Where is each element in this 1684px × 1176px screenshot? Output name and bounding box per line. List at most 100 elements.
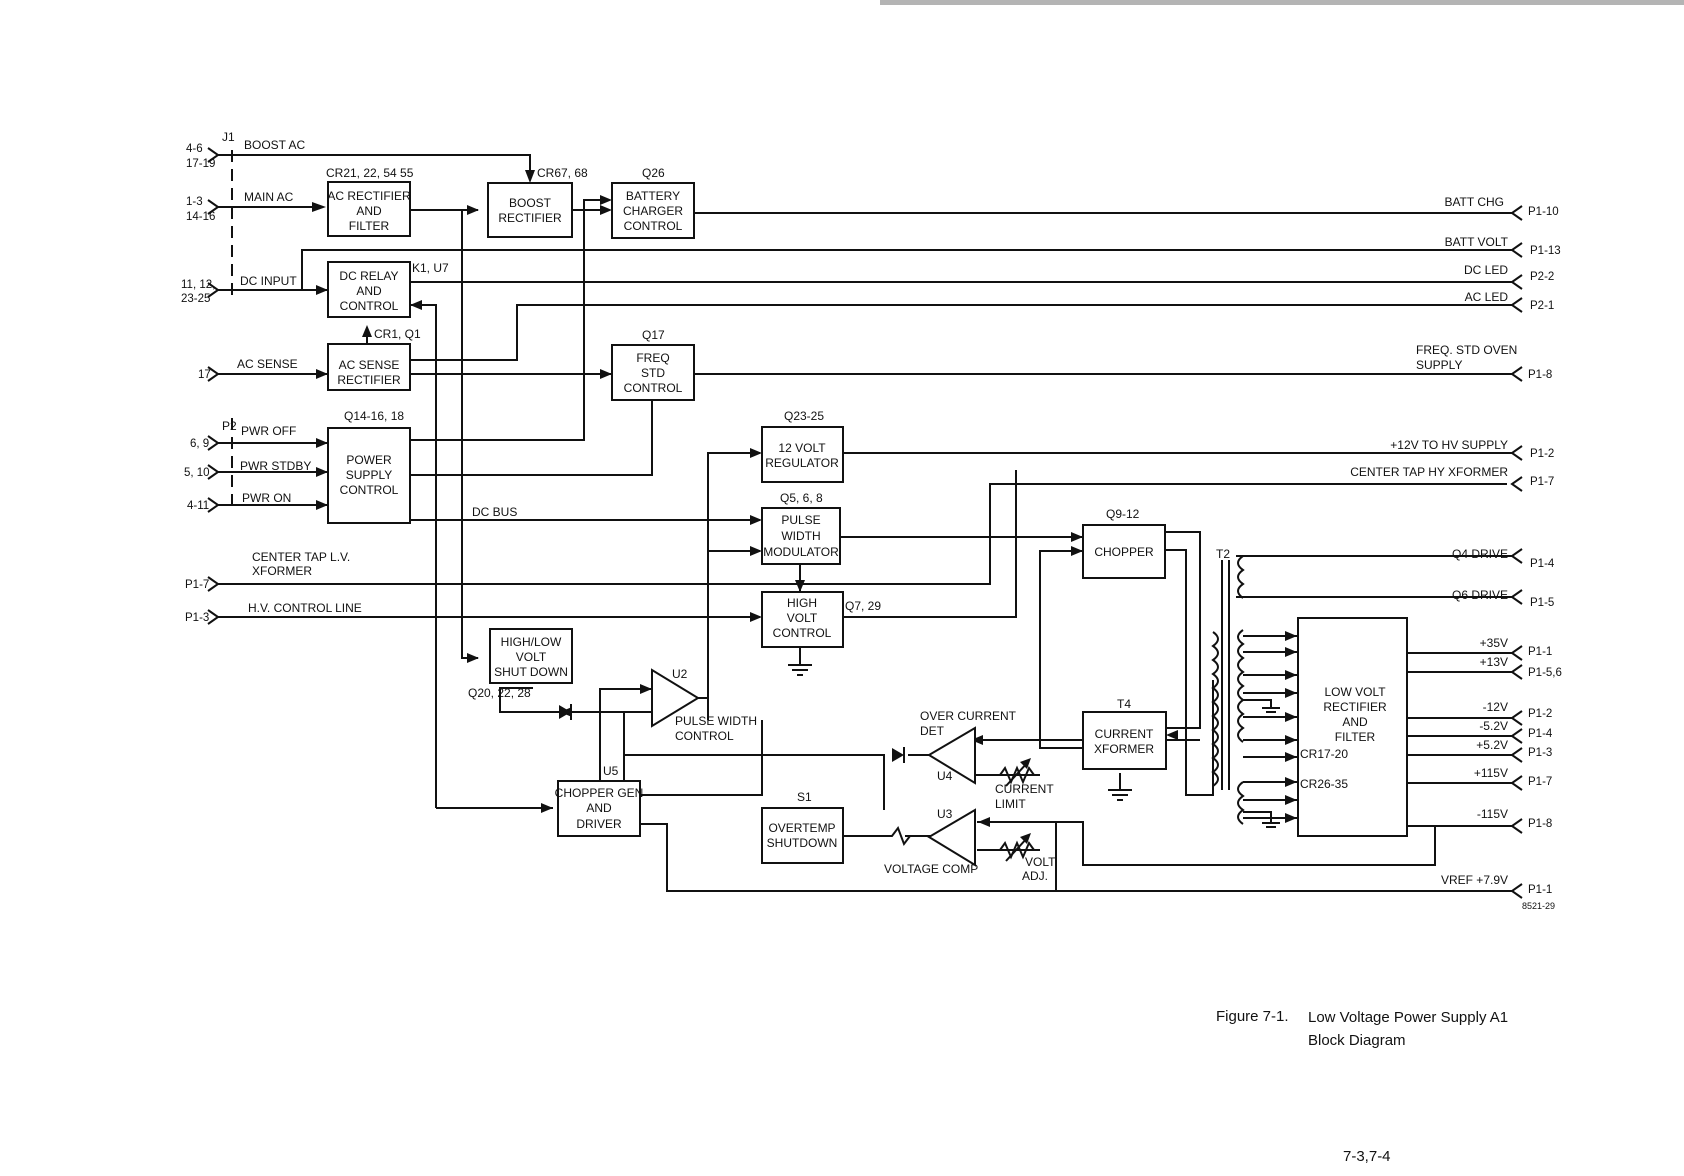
input-chevrons <box>207 147 220 625</box>
block-line: CONTROL <box>340 299 399 313</box>
high-volt-block <box>761 591 844 648</box>
input-pins: P1-3 <box>185 612 209 624</box>
block-line: HIGH <box>787 596 817 610</box>
output-pin: P1-5,6 <box>1528 667 1562 679</box>
block-line: DRIVER <box>576 817 622 831</box>
block-line: VOLT <box>516 650 547 664</box>
block-line: AND <box>356 284 382 298</box>
block-line: MODULATOR <box>763 545 839 559</box>
volt-adj-label: ADJ. <box>1022 869 1048 883</box>
output-pin: P1-10 <box>1528 206 1559 218</box>
output-label: +13V <box>1480 655 1508 669</box>
output-label: +35V <box>1480 636 1508 650</box>
block-line: DC RELAY <box>339 269 398 283</box>
block-line: RECTIFIER <box>1323 700 1387 714</box>
block-line: VOLT <box>787 611 818 625</box>
pulse-width-label: CONTROL <box>675 729 734 743</box>
u2-opamp <box>651 668 700 728</box>
overtemp-block <box>761 807 844 864</box>
block-line: SUPPLY <box>346 468 392 482</box>
output-label: BATT VOLT <box>1445 235 1509 249</box>
output-label: -5.2V <box>1479 719 1508 733</box>
block-ref: Q26 <box>642 166 665 180</box>
block-line: CHOPPER <box>1094 545 1154 559</box>
block-ref: Q14-16, 18 <box>344 409 404 423</box>
output-label: +12V TO HV SUPPLY <box>1390 438 1508 452</box>
block-line: CONTROL <box>624 381 683 395</box>
block-line: SHUTDOWN <box>767 836 838 850</box>
block-line: RECTIFIER <box>337 373 401 387</box>
block-line: BATTERY <box>626 189 680 203</box>
output-pin: P1-7 <box>1530 476 1554 488</box>
figure-number: Figure 7-1. <box>1216 1008 1289 1025</box>
u4-label: U4 <box>937 769 953 783</box>
output-pin: P1-1 <box>1528 884 1552 896</box>
output-label: BATT CHG <box>1444 195 1504 209</box>
block-line: REGULATOR <box>765 456 839 470</box>
block-line: RECTIFIER <box>498 211 562 225</box>
current-xformer-block <box>1082 711 1167 770</box>
output-pin: P1-8 <box>1528 818 1552 830</box>
output-label: -115V <box>1477 807 1508 821</box>
block-line: WIDTH <box>781 529 820 543</box>
block-ref: T4 <box>1117 697 1131 711</box>
j1-label: J1 <box>222 130 235 144</box>
block-line: 12 VOLT <box>778 441 826 455</box>
input-label: H.V. CONTROL LINE <box>248 601 362 615</box>
u2-label: U2 <box>672 667 688 681</box>
block-line: CONTROL <box>624 219 683 233</box>
battery-charger-block <box>611 182 695 239</box>
drawing-id: 8521-29 <box>1522 901 1555 911</box>
input-pins: 17-19 <box>186 158 215 170</box>
output-label: CENTER TAP HY XFORMER <box>1350 465 1508 479</box>
input-pins: 4-11 <box>187 500 209 512</box>
dc-relay-block <box>327 261 411 318</box>
output-pin: P2-2 <box>1530 271 1554 283</box>
block-line: FILTER <box>349 219 390 233</box>
input-pins: 23-25 <box>181 293 210 305</box>
current-limit-label: CURRENT <box>995 782 1054 796</box>
boost-rectifier-block <box>487 182 573 238</box>
block-ref: Q17 <box>642 328 665 342</box>
p2-label: P2 <box>222 419 237 433</box>
output-chevrons <box>1510 205 1523 899</box>
block-line: OVERTEMP <box>768 821 835 835</box>
block-texts: CR21, 22, 54 55 AC RECTIFIER AND FILTER … <box>326 166 1387 850</box>
volt-adj-pot <box>999 833 1035 862</box>
block-ref: U5 <box>603 764 619 778</box>
input-pins: 4-6 <box>186 143 203 155</box>
block-line: AND <box>356 204 382 218</box>
thermal-switch <box>884 825 929 847</box>
input-label: AC SENSE <box>237 357 298 371</box>
output-label: FREQ. STD OVEN <box>1416 343 1517 357</box>
output-label: Q4 DRIVE <box>1452 547 1508 561</box>
output-label: AC LED <box>1465 290 1509 304</box>
figure-subtitle: Block Diagram <box>1308 1032 1406 1049</box>
input-pins: 14-16 <box>186 211 215 223</box>
block-line: HIGH/LOW <box>501 635 562 649</box>
output-pin: P1-2 <box>1530 448 1554 460</box>
output-pin: P1-4 <box>1530 558 1555 570</box>
input-label: XFORMER <box>252 564 312 578</box>
dc-bus-label: DC BUS <box>472 505 517 519</box>
block-ref: CR1, Q1 <box>374 327 421 341</box>
block-ref: Q7, 29 <box>845 599 881 613</box>
block-ref: CR26-35 <box>1300 777 1348 791</box>
input-pins: 17 <box>198 369 211 381</box>
u4-opamp <box>927 726 976 785</box>
block-ref: Q9-12 <box>1106 507 1140 521</box>
t2-label: T2 <box>1216 547 1230 561</box>
chopper-gen-block <box>557 780 641 837</box>
output-pin: P1-13 <box>1530 245 1561 257</box>
block-ref: Q5, 6, 8 <box>780 491 823 505</box>
pwm-block <box>761 507 841 565</box>
output-pin: P1-3 <box>1528 747 1552 759</box>
output-pin: P1-5 <box>1530 597 1554 609</box>
page-number: 7-3,7-4 <box>1343 1148 1391 1165</box>
input-labels: 4-6 17-19 BOOST AC 1-3 14-16 MAIN AC 11,… <box>181 138 362 624</box>
input-pins: 5, 10 <box>184 467 210 479</box>
wiring <box>218 150 1512 892</box>
input-pins: 11, 12, <box>181 279 215 291</box>
figure-caption: 8521-29 Figure 7-1. Low Voltage Power Su… <box>1216 901 1555 1165</box>
